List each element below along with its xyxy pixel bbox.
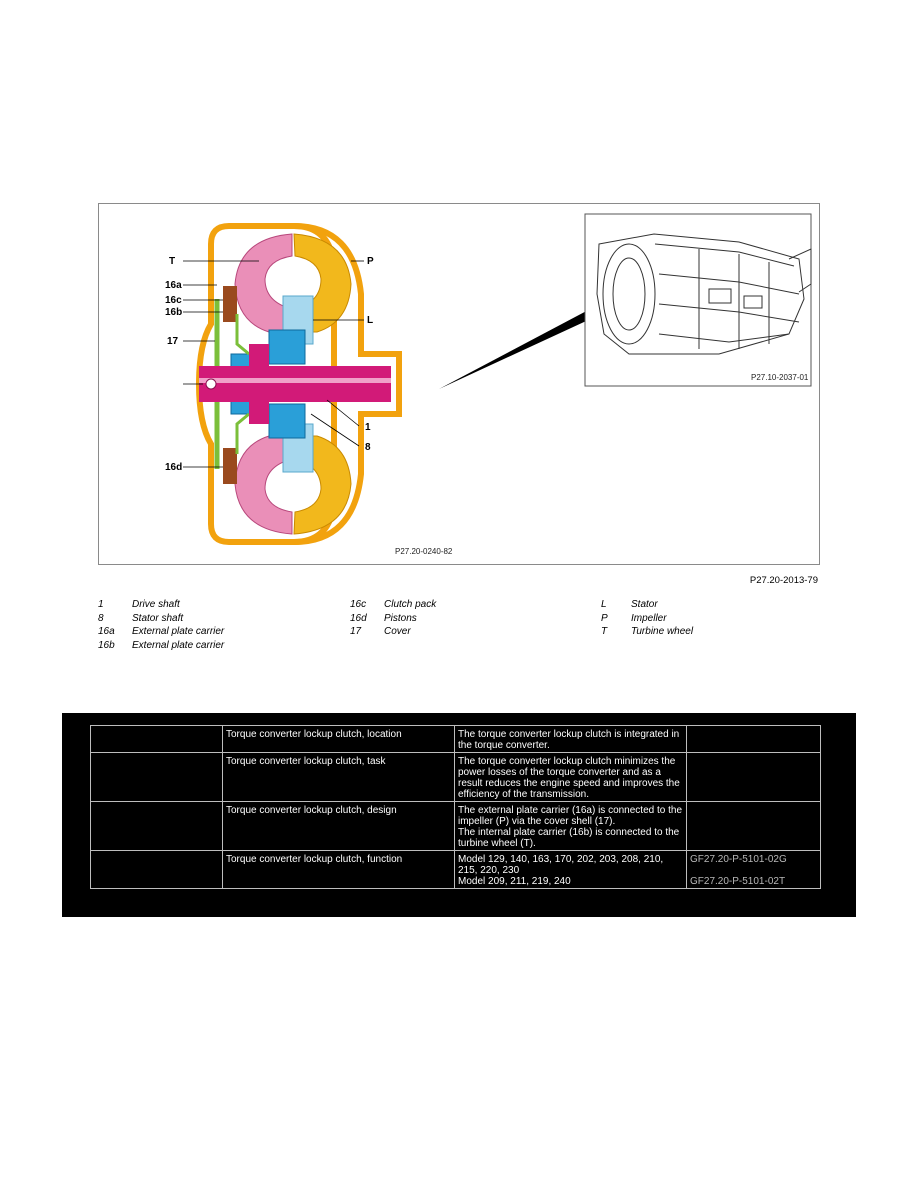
inset-frame — [584, 213, 812, 387]
spacer — [690, 865, 818, 876]
legend-item: 8 Stator shaft — [98, 612, 224, 626]
cell-text: The internal plate carrier (16b) is conn… — [458, 827, 680, 849]
legend-item: 16c Clutch pack — [350, 598, 436, 612]
legend-text: Stator — [631, 599, 658, 610]
label-16d: 16d — [165, 462, 182, 473]
legend-column-3: L Stator P Impeller T Turbine wheel — [601, 598, 693, 639]
cell-text: The torque converter lockup clutch minim… — [458, 756, 680, 800]
table-cell-topic: Torque converter lockup clutch, task — [222, 752, 455, 802]
legend-text: Stator shaft — [132, 612, 184, 624]
label-1: 1 — [365, 422, 371, 433]
figure-frame: T P 16a 16c 16b 17 L 16d 1 8 P27.20-0240… — [98, 203, 820, 565]
table-row: Torque converter lockup clutch, design T… — [90, 801, 821, 851]
legend-column-2: 16c Clutch pack 16d Pistons 17 Cover — [350, 598, 436, 639]
table-cell-description: Model 129, 140, 163, 170, 202, 203, 208,… — [454, 850, 687, 889]
legend-key: L — [601, 599, 607, 610]
legend-text: Drive shaft — [132, 599, 180, 610]
reference-link[interactable]: GF27.20-P-5101-02G — [690, 854, 787, 865]
turbine — [234, 233, 293, 535]
legend-text: Clutch pack — [384, 599, 437, 610]
table-cell-reference — [686, 725, 821, 753]
table-cell-topic: Torque converter lockup clutch, design — [222, 801, 455, 851]
transmission-sketch — [596, 233, 812, 355]
reference-link[interactable]: GF27.20-P-5101-02T — [690, 876, 786, 887]
table-row: Torque converter lockup clutch, task The… — [90, 752, 821, 802]
legend-item: 16a External plate carrier — [98, 625, 224, 639]
cell-text: The torque converter lockup clutch is in… — [458, 729, 680, 751]
legend-text: Pistons — [384, 612, 417, 624]
figure-code: P27.20-2013-79 — [749, 575, 818, 586]
info-table: Torque converter lockup clutch, location… — [90, 725, 821, 889]
legend-key: 16c — [350, 599, 367, 610]
legend-text: External plate carrier — [132, 626, 225, 637]
legend-text: Turbine wheel — [631, 626, 694, 637]
label-P: P — [367, 256, 374, 267]
main-figure-code: P27.20-0240-82 — [395, 547, 453, 556]
table-cell-reference — [686, 752, 821, 802]
legend-key: 16b — [98, 639, 115, 651]
table-cell-description: The external plate carrier (16a) is conn… — [454, 801, 687, 851]
table-cell-description: The torque converter lockup clutch is in… — [454, 725, 687, 753]
drive-shaft — [199, 344, 391, 424]
cell-text: The external plate carrier (16a) is conn… — [458, 805, 683, 827]
table-cell — [90, 850, 223, 889]
legend-item: L Stator — [601, 598, 693, 612]
legend-key: 8 — [98, 612, 104, 624]
table-cell — [90, 752, 223, 802]
legend-item: 16d Pistons — [350, 612, 436, 626]
legend-key: 16d — [350, 612, 367, 624]
legend-key: T — [601, 626, 608, 637]
legend-key: 17 — [350, 626, 362, 637]
label-17: 17 — [167, 336, 179, 347]
connector-wedge — [439, 307, 597, 389]
label-L: L — [367, 315, 373, 326]
legend-item: 16b External plate carrier — [98, 639, 224, 653]
table-cell-reference — [686, 801, 821, 851]
legend-item: 17 Cover — [350, 625, 436, 639]
table-cell-description: The torque converter lockup clutch minim… — [454, 752, 687, 802]
table-cell-topic: Torque converter lockup clutch, function — [222, 850, 455, 889]
cell-text: Model 209, 211, 219, 240 — [458, 876, 571, 887]
label-T: T — [169, 256, 175, 267]
legend-key: P — [601, 612, 608, 624]
label-8: 8 — [365, 442, 371, 453]
legend-key: 16a — [98, 626, 115, 637]
table-cell — [90, 801, 223, 851]
table-cell — [90, 725, 223, 753]
legend-text: External plate carrier — [132, 639, 225, 651]
torque-converter-figure: T P 16a 16c 16b 17 L 16d 1 8 P27.20-0240… — [165, 213, 812, 556]
legend-item: P Impeller — [601, 612, 693, 626]
inset-figure-code: P27.10-2037-01 — [751, 373, 809, 382]
label-16b: 16b — [165, 307, 182, 318]
table-row: Torque converter lockup clutch, function… — [90, 850, 821, 889]
legend-text: Cover — [384, 626, 411, 637]
cell-text: Model 129, 140, 163, 170, 202, 203, 208,… — [458, 854, 664, 876]
label-16a: 16a — [165, 280, 182, 291]
table-row: Torque converter lockup clutch, location… — [90, 725, 821, 753]
table-cell-topic: Torque converter lockup clutch, location — [222, 725, 455, 753]
legend-item: T Turbine wheel — [601, 625, 693, 639]
legend-item: 1 Drive shaft — [98, 598, 224, 612]
table-cell-reference: GF27.20-P-5101-02G GF27.20-P-5101-02T — [686, 850, 821, 889]
legend-key: 1 — [98, 599, 104, 610]
label-16c: 16c — [165, 295, 182, 306]
legend-text: Impeller — [631, 612, 667, 624]
leader-lines — [183, 260, 364, 468]
